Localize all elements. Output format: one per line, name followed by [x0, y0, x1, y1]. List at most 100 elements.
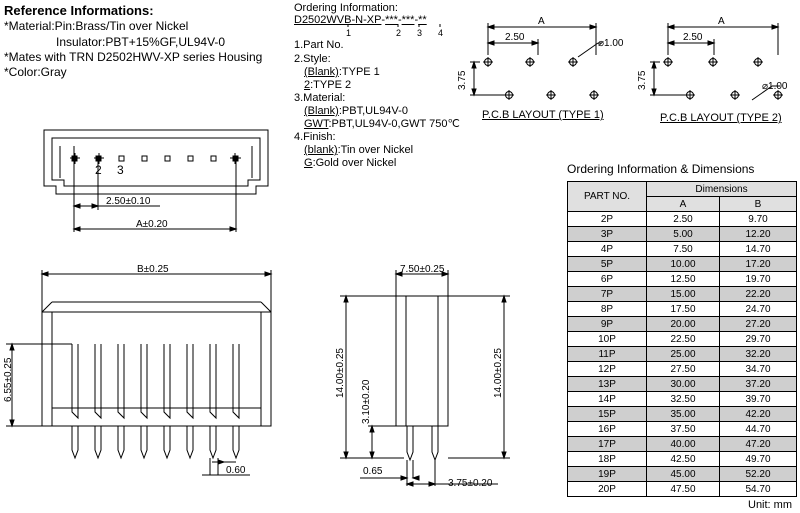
col-a: A	[646, 196, 720, 212]
cell-part: 3P	[567, 226, 647, 242]
end-dim-total-right: 14.00±0.25	[493, 348, 504, 398]
reference-title: Reference Informations:	[4, 3, 154, 18]
end-dim-offset: 3.75±0.20	[448, 478, 493, 489]
end-dim-tail: 3.10±0.20	[361, 379, 372, 424]
cell-a: 25.00	[646, 346, 720, 362]
pin-label-2: 2	[95, 163, 102, 177]
material-b-val: :PBT,UL94V-0,GWT 750℃	[328, 118, 460, 130]
cell-a: 2.50	[646, 211, 720, 227]
pcb1-caption: P.C.B LAYOUT (TYPE 1)	[482, 109, 604, 121]
cell-b: 22.20	[719, 286, 797, 302]
finish-b: G:Gold over Nickel	[304, 157, 396, 170]
cell-b: 39.70	[719, 391, 797, 407]
pcb-layout-type1	[470, 23, 602, 100]
part-code: D2502WVB-N-XP	[294, 14, 382, 26]
cell-b: 19.70	[719, 271, 797, 287]
cell-b: 54.70	[719, 481, 797, 497]
side-dim-pin: 0.60	[226, 465, 246, 476]
cell-b: 37.20	[719, 376, 797, 392]
cell-b: 44.70	[719, 421, 797, 437]
pcb2-dim-pitch: 2.50	[683, 32, 703, 43]
pcb1-dim-a: A	[538, 16, 545, 27]
cell-b: 32.20	[719, 346, 797, 362]
cell-a: 40.00	[646, 436, 720, 452]
cell-b: 49.70	[719, 451, 797, 467]
side-dim-b: B±0.25	[137, 264, 169, 275]
cell-a: 37.50	[646, 421, 720, 437]
cell-a: 30.00	[646, 376, 720, 392]
cell-part: 10P	[567, 331, 647, 347]
material-b: GWT:PBT,UL94V-0,GWT 750℃	[304, 118, 460, 131]
material-b-key: GWT	[304, 118, 329, 130]
end-dim-width: 7.50±0.25	[400, 264, 445, 275]
code-marker-2: 2	[396, 28, 402, 38]
ordering-item-1: 1.Part No.	[294, 39, 344, 51]
ordering-code: D2502WVB-N-XP-***-***-**	[294, 14, 427, 27]
cell-b: 17.20	[719, 256, 797, 272]
pcb2-row-gap: 3.75	[637, 70, 648, 90]
cell-a: 10.00	[646, 256, 720, 272]
col-dimensions: Dimensions	[646, 181, 797, 197]
unit-label: Unit: mm	[748, 499, 792, 511]
style-type2-key: 2	[304, 79, 311, 91]
cell-a: 7.50	[646, 241, 720, 257]
cell-a: 5.00	[646, 226, 720, 242]
cell-b: 14.70	[719, 241, 797, 257]
col-part-no: PART NO.	[567, 181, 647, 212]
cell-a: 20.00	[646, 316, 720, 332]
cell-a: 32.50	[646, 391, 720, 407]
finish-a-val: :Tin over Nickel	[337, 144, 414, 156]
cell-part: 18P	[567, 451, 647, 467]
ordering-item-4: 4.Finish:	[294, 131, 336, 143]
code-sep: -	[397, 14, 402, 26]
code-suffix-2: ***	[401, 14, 415, 26]
side-pins	[52, 344, 261, 460]
cell-part: 7P	[567, 286, 647, 302]
material-a-val: :PBT,UL94V-0	[338, 105, 408, 117]
cell-a: 42.50	[646, 451, 720, 467]
finish-a: (blank):Tin over Nickel	[304, 144, 413, 157]
code-sep: -	[381, 14, 386, 26]
cell-b: 52.20	[719, 466, 797, 482]
cell-b: 12.20	[719, 226, 797, 242]
front-view-drawing	[43, 129, 269, 232]
pcb2-hole: ⌀1.00	[762, 81, 788, 92]
pcb1-hole: ⌀1.00	[598, 38, 624, 49]
material-insulator: Insulator:PBT+15%GF,UL94V-0	[56, 35, 226, 49]
cell-part: 20P	[567, 481, 647, 497]
cell-part: 11P	[567, 346, 647, 362]
cell-b: 29.70	[719, 331, 797, 347]
cell-b: 34.70	[719, 361, 797, 377]
material-a-key: (Blank)	[304, 105, 339, 117]
end-view-drawing	[340, 270, 510, 487]
cell-b: 27.20	[719, 316, 797, 332]
code-marker-1: 1	[346, 28, 352, 38]
cell-a: 15.00	[646, 286, 720, 302]
front-pins-outline	[70, 153, 241, 164]
cell-b: 9.70	[719, 211, 797, 227]
pcb-layout-type2	[650, 23, 783, 101]
cell-a: 12.50	[646, 271, 720, 287]
finish-a-key: (blank)	[304, 144, 338, 156]
mates-with: *Mates with TRN D2502HWV-XP series Housi…	[4, 50, 263, 64]
pin-label-3: 3	[117, 163, 124, 177]
end-dim-pin: 0.65	[363, 466, 383, 477]
cell-part: 16P	[567, 421, 647, 437]
side-dim-height: 6.55±0.25	[3, 357, 14, 402]
finish-b-val: :Gold over Nickel	[312, 157, 397, 169]
ordering-item-3: 3.Material:	[294, 92, 346, 104]
cell-b: 42.20	[719, 406, 797, 422]
